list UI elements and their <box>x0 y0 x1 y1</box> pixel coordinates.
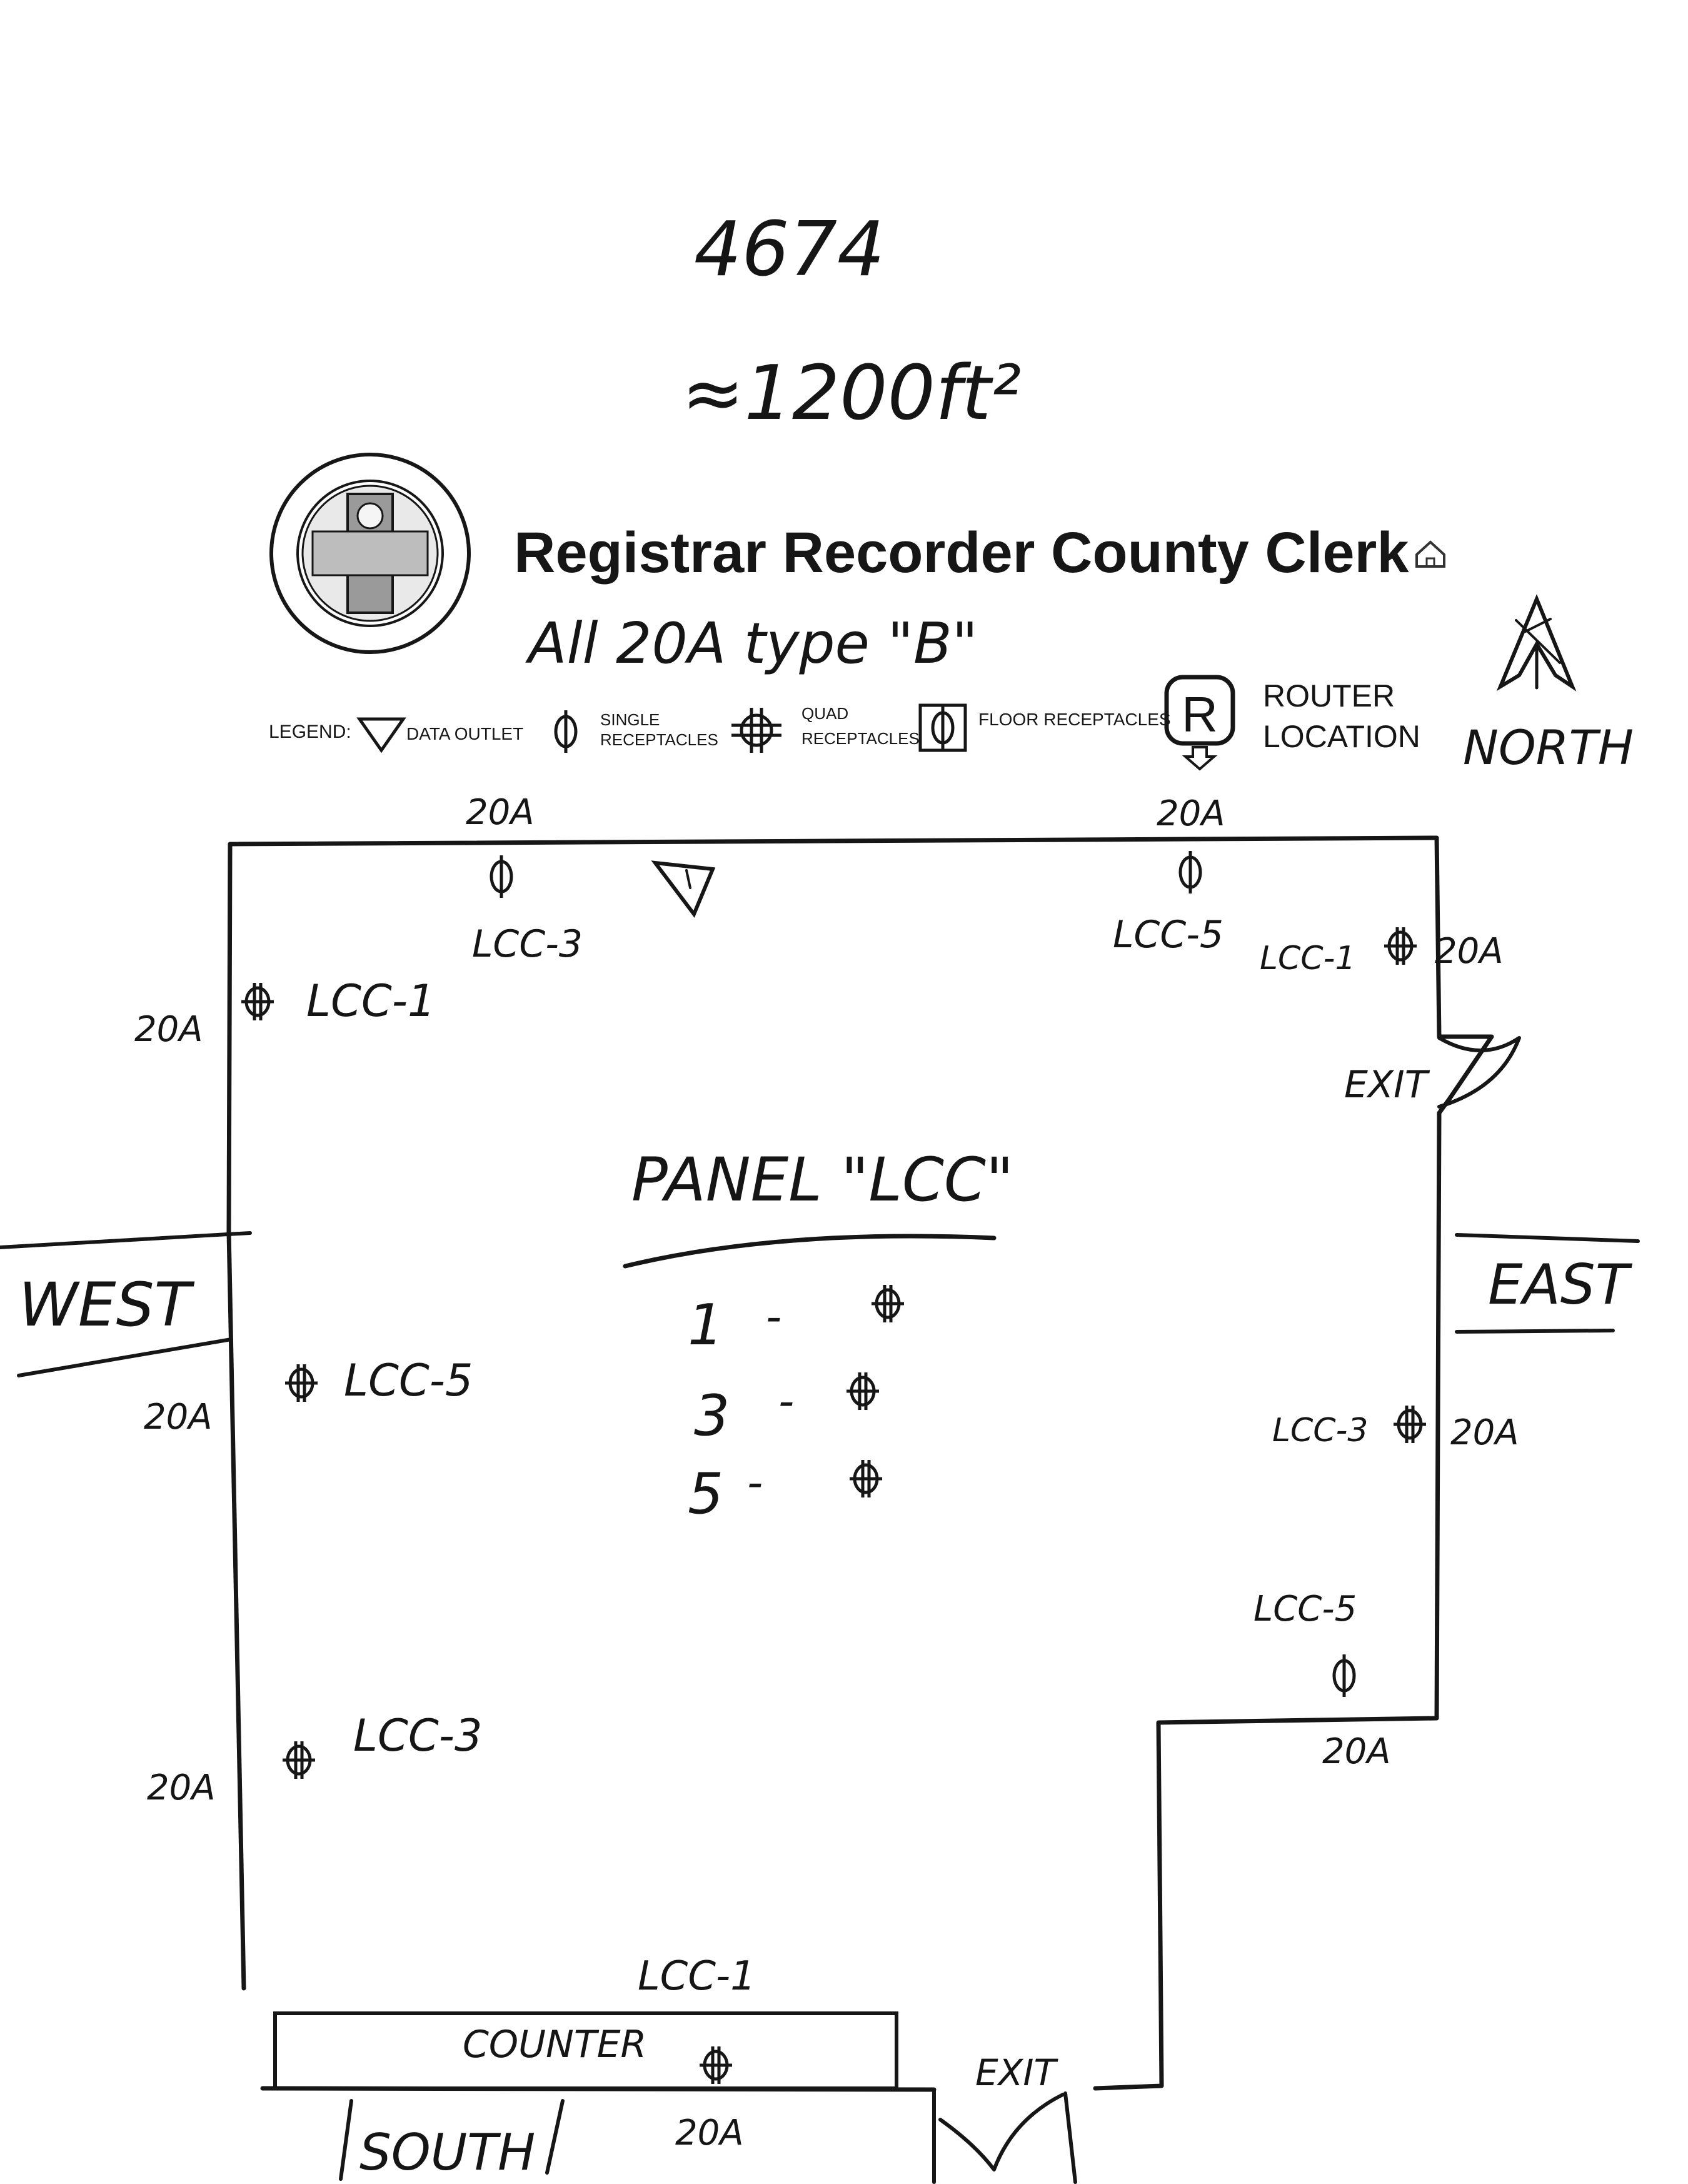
receptacle-east-2-amps: 20A <box>1322 1731 1391 1772</box>
east-label: EAST <box>1488 1252 1633 1317</box>
legend-quad-line2: RECEPTACLES <box>801 729 920 748</box>
router-icon: R <box>1164 675 1235 771</box>
counter <box>273 2011 898 2090</box>
receptacle-north-1-circuit: LCC-3 <box>472 922 583 966</box>
exit-label-south: EXIT <box>975 2051 1058 2094</box>
room-number: 4674 <box>694 206 885 293</box>
receptacle-east-1-circuit: LCC-3 <box>1272 1412 1368 1449</box>
receptacle-northeast-circuit: LCC-1 <box>1260 940 1355 977</box>
room-outline <box>226 835 1494 2184</box>
north-label: NORTH <box>1463 720 1634 775</box>
panel-row-1-circuit: 1 <box>688 1292 723 1358</box>
receptacle-west-1-circuit: LCC-1 <box>306 975 436 1027</box>
data-outlet-icon[interactable] <box>651 860 716 918</box>
exit-door-south[interactable] <box>938 2091 1077 2184</box>
receptacle-west-2-circuit: LCC-5 <box>344 1355 473 1406</box>
legend-floor-label: FLOOR RECEPTACLES <box>978 710 1171 729</box>
panel-row-3-receptacle-icon <box>847 1372 879 1410</box>
panel-row-5-sep: - <box>747 1457 763 1508</box>
receptacle-north-2-amps: 20A <box>1157 793 1225 834</box>
quad-receptacle-icon <box>731 708 781 753</box>
receptacle-south-circuit: LCC-1 <box>638 1953 756 2000</box>
receptacle-north-1[interactable] <box>491 855 511 898</box>
receptacle-south[interactable] <box>700 2046 732 2084</box>
west-label: WEST <box>19 1270 195 1340</box>
panel-title: PANEL "LCC" <box>631 1145 1013 1215</box>
single-receptacle-icon <box>556 710 576 753</box>
receptacle-east-2-circuit: LCC-5 <box>1253 1589 1357 1629</box>
receptacle-northeast-amps: 20A <box>1435 931 1504 972</box>
data-outlet-icon <box>356 717 406 753</box>
area-note: ≈1200ft² <box>681 350 1021 437</box>
panel-schedule: 1 - 3 - 5 - <box>688 1285 904 1527</box>
receptacle-east-1-amps: 20A <box>1450 1412 1519 1453</box>
receptacle-west-1-amps: 20A <box>134 1009 203 1050</box>
south-label: SOUTH <box>359 2123 535 2181</box>
receptacle-east-2[interactable] <box>1334 1654 1354 1697</box>
receptacle-south-amps: 20A <box>675 2113 744 2153</box>
legend-label: LEGEND: <box>269 722 351 742</box>
county-seal <box>269 453 471 654</box>
panel-row-1-receptacle-icon <box>872 1285 904 1322</box>
panel-row-1-sep: - <box>766 1291 781 1342</box>
receptacle-west-3[interactable] <box>283 1741 315 1779</box>
receptacle-north-1-amps: 20A <box>466 792 535 833</box>
receptacle-west-2[interactable] <box>285 1364 318 1402</box>
legend-data-outlet-label: DATA OUTLET <box>406 724 523 743</box>
page-title: Registrar Recorder County Clerk <box>514 521 1409 585</box>
receptacle-north-2[interactable] <box>1180 851 1200 893</box>
panel-row-5-circuit: 5 <box>688 1461 723 1527</box>
legend: LEGEND: DATA OUTLET SINGLE RECEPTACLES Q… <box>269 675 1420 771</box>
exit-door-east[interactable] <box>1437 1036 1521 1109</box>
floor-receptacle-icon <box>918 703 967 752</box>
receptacle-east-1[interactable] <box>1394 1406 1426 1443</box>
receptacle-west-3-amps: 20A <box>147 1768 216 1808</box>
router-letter: R <box>1182 687 1218 742</box>
exit-label-east: EXIT <box>1344 1063 1430 1107</box>
panel-row-5-receptacle-icon <box>850 1460 882 1497</box>
panel-row-3-sep: - <box>778 1376 794 1427</box>
legend-quad-line1: QUAD <box>801 704 848 723</box>
home-icon[interactable] <box>1415 540 1445 568</box>
receptacle-west-2-amps: 20A <box>144 1397 213 1437</box>
north-arrow-icon <box>1496 594 1577 692</box>
legend-router-line2: LOCATION <box>1263 719 1420 754</box>
legend-single-line2: RECEPTACLES <box>600 730 718 749</box>
legend-router-line1: ROUTER <box>1263 678 1395 713</box>
receptacle-west-3-circuit: LCC-3 <box>353 1710 483 1761</box>
receptacle-note: All 20A type "B" <box>525 611 978 677</box>
counter-label: COUNTER <box>463 2023 646 2066</box>
legend-single-line1: SINGLE <box>600 710 660 729</box>
receptacle-northeast[interactable] <box>1384 927 1417 965</box>
panel-row-3-circuit: 3 <box>694 1383 730 1449</box>
receptacle-north-2-circuit: LCC-5 <box>1113 913 1223 957</box>
receptacle-west-1[interactable] <box>241 983 274 1020</box>
